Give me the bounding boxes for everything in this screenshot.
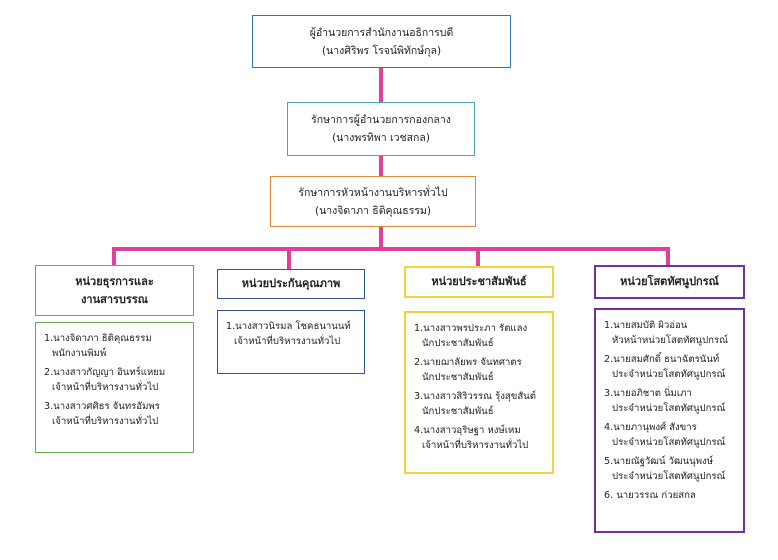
- list-item: 4.นายภานุพงศ์ สังขาร ประจำหน่วยโสตทัศนูป…: [604, 420, 737, 450]
- member-name: 2.นางสาวกัญญา อินทร์แหยม: [44, 367, 166, 378]
- list-item: 1.นางสาวพรประภา รัตแลง นักประชาสัมพันธ์: [414, 321, 546, 351]
- member-name: 1.นางสาวพรประภา รัตแลง: [414, 323, 528, 334]
- member-role: ประจำหน่วยโสตทัศนูปกรณ์: [612, 403, 726, 414]
- member-name: 1.นางจิดาภา ธิติคุณธรรม: [44, 333, 152, 344]
- unit-header-line-1: หน่วยโสตทัศนูปกรณ์: [620, 275, 719, 288]
- list-item: 3.นายอภิชาต นิ่มเภา ประจำหน่วยโสตทัศนูปก…: [604, 386, 737, 416]
- director-title: ผู้อำนวยการสำนักงานอธิการบดี: [309, 26, 454, 39]
- member-name: 3.นางสาวสิริวรรณ รุ้งสุขสันต์: [414, 391, 536, 402]
- member-role: นักประชาสัมพันธ์: [422, 372, 494, 383]
- admin-head-title: รักษาการหัวหน้างานบริหารทั่วไป: [298, 186, 448, 199]
- list-item: 3.นางสาวสิริวรรณ รุ้งสุขสันต์ นักประชาสั…: [414, 389, 546, 419]
- member-role: เจ้าหน้าที่บริหารงานทั่วไป: [52, 382, 159, 393]
- admin-head-name: (นางจิดาภา ธิติคุณธรรม): [314, 204, 432, 217]
- list-item: 4.นางสาวอุริษฐา หงษ์เหม เจ้าหน้าที่บริหา…: [414, 423, 546, 453]
- member-list-admin-records: 1.นางจิดาภา ธิติคุณธรรม พนักงานพิมพ์ 2.น…: [35, 322, 194, 453]
- list-item: 1.นายสมบัติ ผิวอ่อน หัวหน้าหน่วยโสตทัศนู…: [604, 318, 737, 348]
- member-list-quality-assurance: 1.นางสาวนิรมล โชคธนานนท์ เจ้าหน้าที่บริห…: [217, 310, 365, 374]
- connector-bus-unit-4: [666, 247, 670, 265]
- member-role: หัวหน้าหน่วยโสตทัศนูปกรณ์: [612, 335, 729, 346]
- admin-head-box: รักษาการหัวหน้างานบริหารทั่วไป (นางจิดาภ…: [270, 176, 476, 227]
- list-item: 2.นายฌาลัยพร จันทศาตร นักประชาสัมพันธ์: [414, 355, 546, 385]
- connector-bus-unit-1: [112, 247, 116, 265]
- member-list-audiovisual: 1.นายสมบัติ ผิวอ่อน หัวหน้าหน่วยโสตทัศนู…: [594, 308, 745, 533]
- unit-header-public-relations: หน่วยประชาสัมพันธ์: [404, 266, 554, 298]
- member-name: 1.นางสาวนิรมล โชคธนานนท์: [226, 321, 351, 332]
- connector-horizontal-bus: [112, 247, 668, 251]
- list-item: 2.นางสาวกัญญา อินทร์แหยม เจ้าหน้าที่บริห…: [44, 365, 187, 395]
- member-name: 6. นายวรรณ ก่วยสกล: [604, 490, 696, 501]
- unit-header-line-2: งานสารบรรณ: [81, 292, 148, 306]
- director-box: ผู้อำนวยการสำนักงานอธิการบดี (นางศิริพร …: [252, 15, 511, 68]
- unit-header-line-1: หน่วยประกันคุณภาพ: [241, 277, 341, 290]
- member-role: นักประชาสัมพันธ์: [422, 406, 494, 417]
- unit-header-audiovisual: หน่วยโสตทัศนูปกรณ์: [594, 265, 745, 299]
- member-role: เจ้าหน้าที่บริหารงานทั่วไป: [422, 440, 529, 451]
- member-role: เจ้าหน้าที่บริหารงานทั่วไป: [234, 336, 341, 347]
- member-role: ประจำหน่วยโสตทัศนูปกรณ์: [612, 437, 726, 448]
- office-director-box: รักษาการผู้อำนวยการกองกลาง (นางพรทิพา เว…: [287, 102, 475, 156]
- member-role: ประจำหน่วยโสตทัศนูปกรณ์: [612, 369, 726, 380]
- unit-header-quality-assurance: หน่วยประกันคุณภาพ: [217, 269, 365, 299]
- member-list-public-relations: 1.นางสาวพรประภา รัตแลง นักประชาสัมพันธ์ …: [404, 311, 554, 474]
- member-role: พนักงานพิมพ์: [52, 348, 107, 359]
- list-item: 1.นางสาวนิรมล โชคธนานนท์ เจ้าหน้าที่บริห…: [226, 319, 358, 349]
- connector-bus-unit-3: [476, 247, 480, 267]
- director-name: (นางศิริพร โรจน์พิทักษ์กุล): [321, 44, 442, 57]
- member-role: ประจำหน่วยโสตทัศนูปกรณ์: [612, 471, 726, 482]
- member-name: 3.นางสาวศศิธร จันทรอัมพร: [44, 401, 160, 412]
- unit-header-admin-records: หน่วยธุรการและ งานสารบรรณ: [35, 265, 194, 316]
- connector-director-office: [379, 68, 383, 102]
- member-name: 4.นางสาวอุริษฐา หงษ์เหม: [414, 425, 521, 436]
- member-role: เจ้าหน้าที่บริหารงานทั่วไป: [52, 416, 159, 427]
- connector-bus-unit-2: [287, 247, 291, 269]
- member-name: 5.นายณัฐวัฒน์ วัฒนนุพงษ์: [604, 456, 714, 467]
- list-item: 6. นายวรรณ ก่วยสกล: [604, 488, 737, 503]
- member-name: 2.นายสมศักดิ์ ธนาฉัตรนันท์: [604, 354, 720, 365]
- connector-admin-bus: [379, 227, 383, 249]
- member-name: 4.นายภานุพงศ์ สังขาร: [604, 422, 697, 433]
- list-item: 2.นายสมศักดิ์ ธนาฉัตรนันท์ ประจำหน่วยโสต…: [604, 352, 737, 382]
- list-item: 1.นางจิดาภา ธิติคุณธรรม พนักงานพิมพ์: [44, 331, 187, 361]
- connector-office-admin: [379, 156, 383, 176]
- unit-header-line-1: หน่วยธุรการและ: [75, 274, 154, 288]
- member-role: นักประชาสัมพันธ์: [422, 338, 494, 349]
- office-director-title: รักษาการผู้อำนวยการกองกลาง: [311, 114, 451, 126]
- office-director-name: (นางพรทิพา เวชสกล): [332, 132, 430, 144]
- member-name: 2.นายฌาลัยพร จันทศาตร: [414, 357, 522, 368]
- member-name: 3.นายอภิชาต นิ่มเภา: [604, 388, 692, 399]
- list-item: 5.นายณัฐวัฒน์ วัฒนนุพงษ์ ประจำหน่วยโสตทั…: [604, 454, 737, 484]
- member-name: 1.นายสมบัติ ผิวอ่อน: [604, 320, 688, 331]
- unit-header-line-1: หน่วยประชาสัมพันธ์: [431, 275, 527, 288]
- list-item: 3.นางสาวศศิธร จันทรอัมพร เจ้าหน้าที่บริห…: [44, 399, 187, 429]
